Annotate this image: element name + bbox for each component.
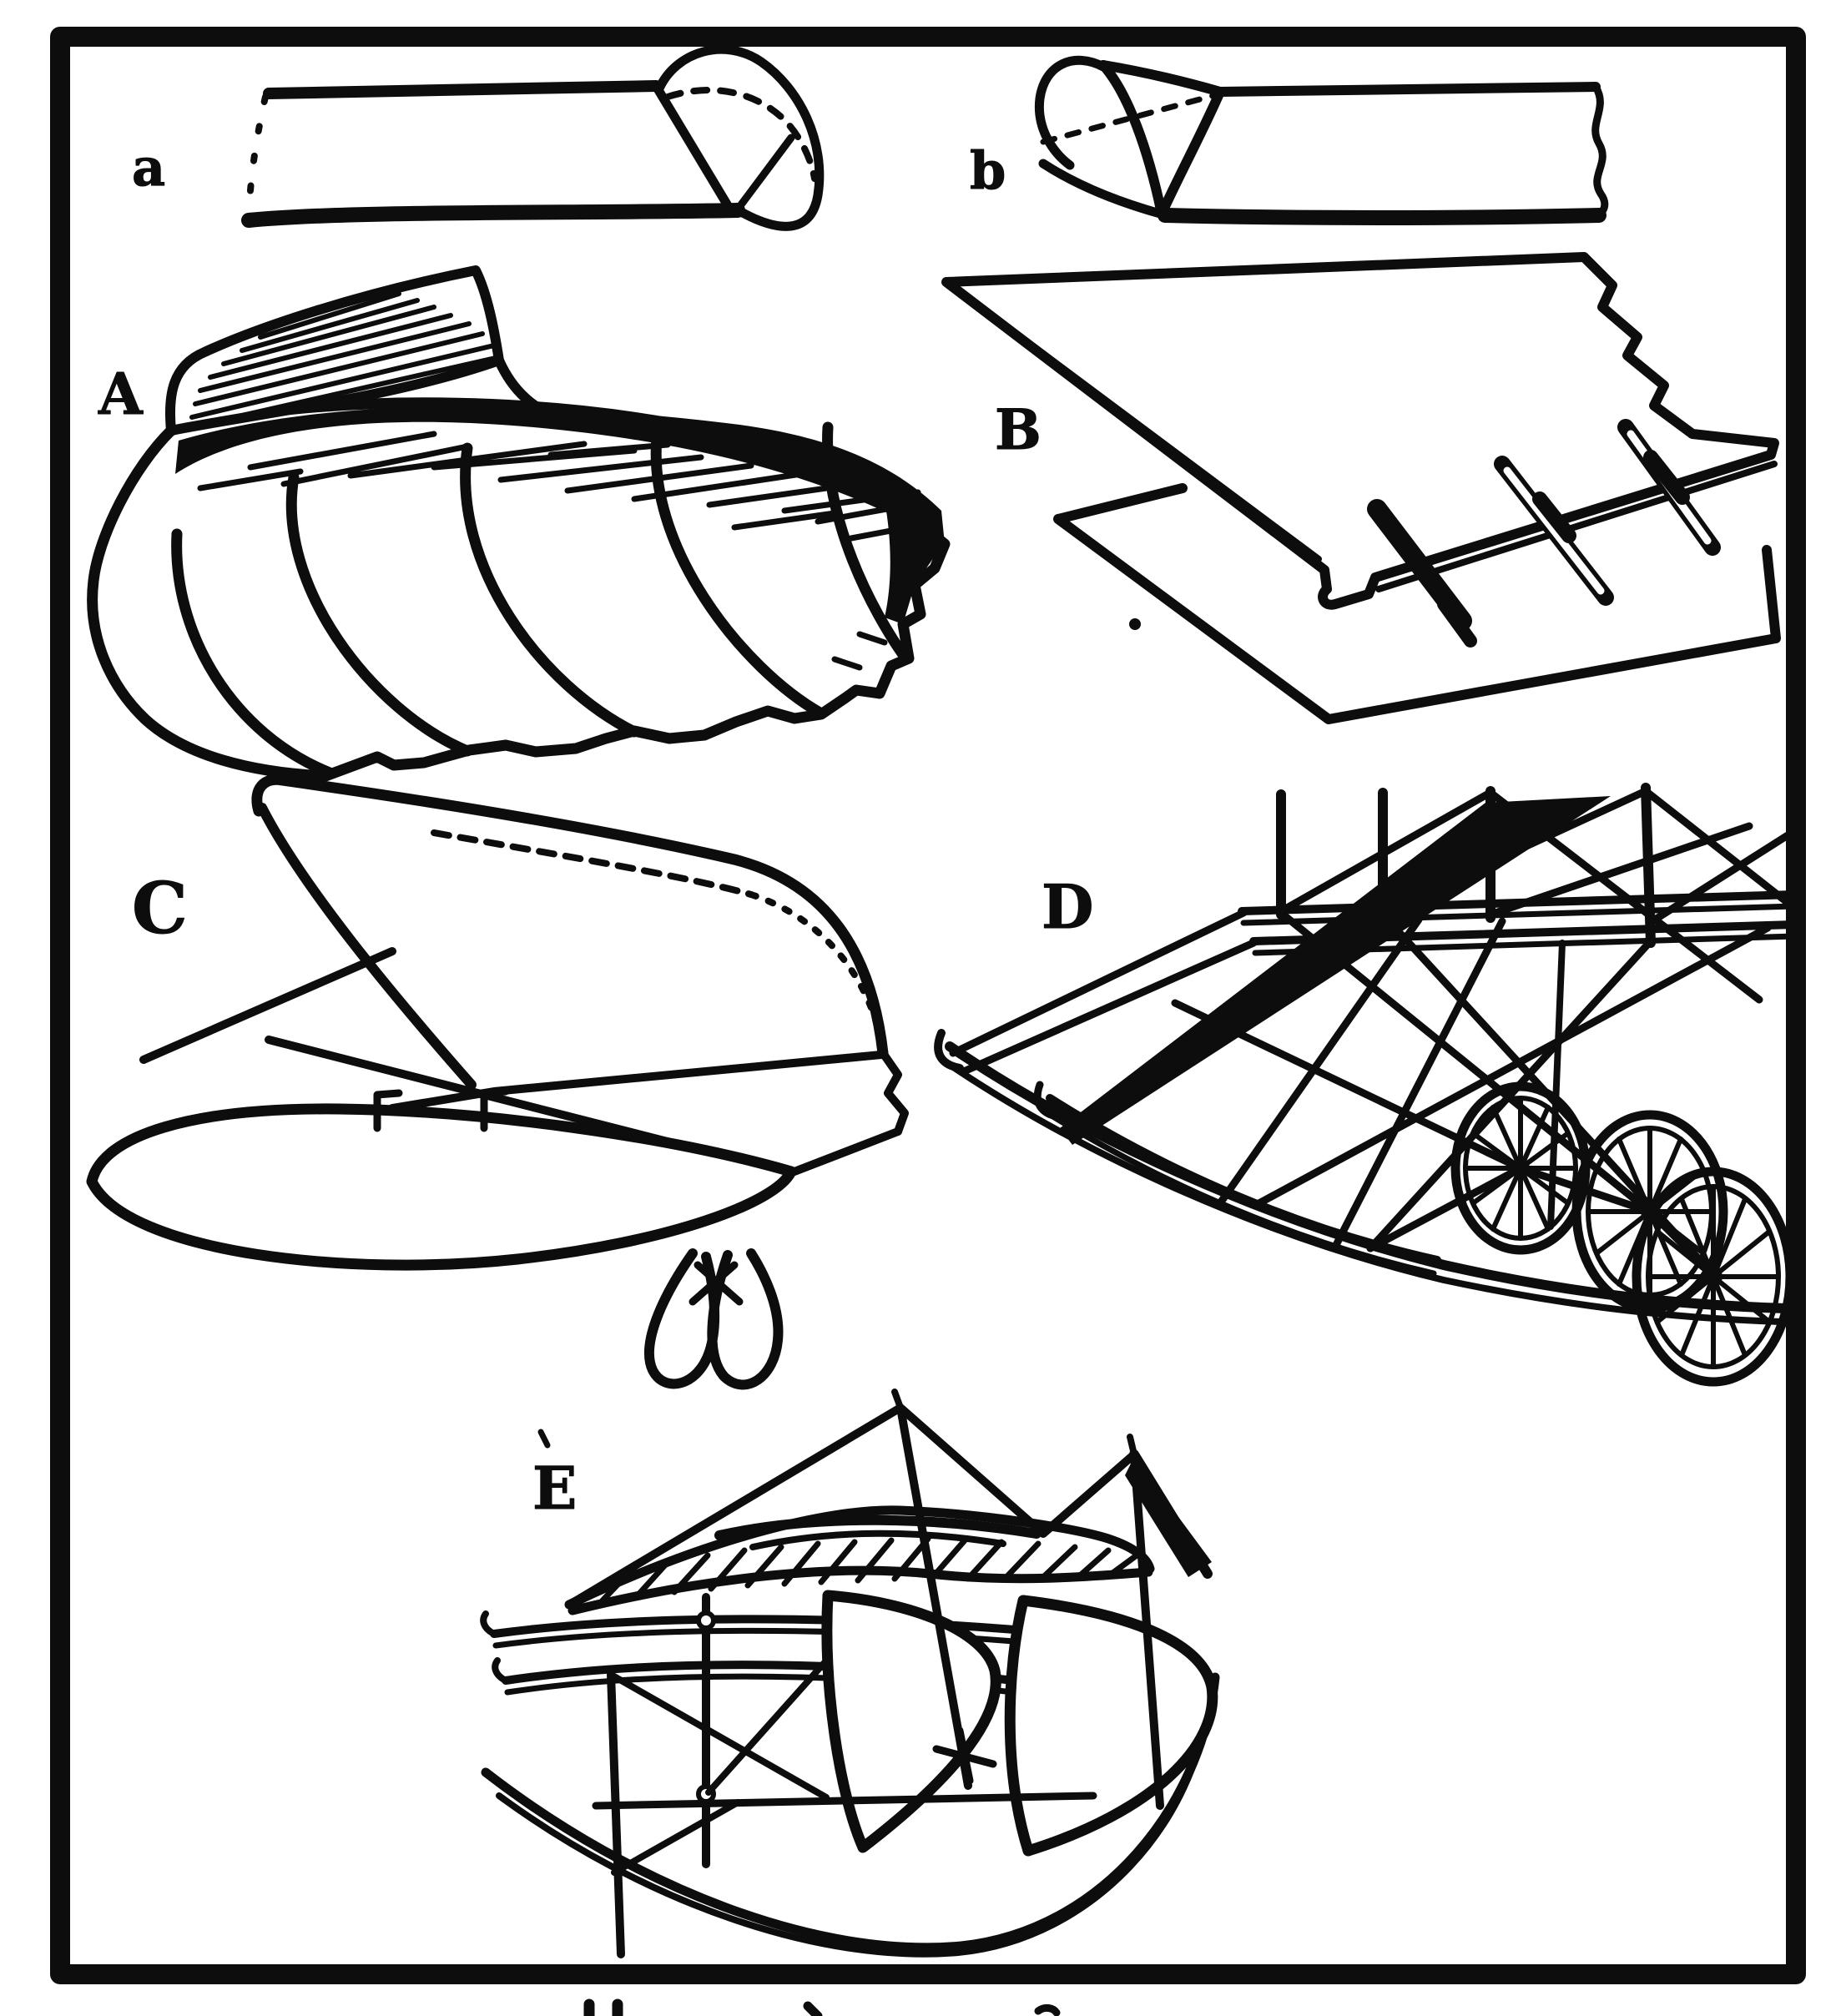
ink-speck <box>1129 618 1141 630</box>
upper-panel-outline <box>941 252 1779 610</box>
lower-panel-outline <box>1053 483 1781 724</box>
truss-diagonals <box>949 787 1798 1281</box>
hood-hatch <box>188 291 502 430</box>
figure-B-label: B <box>995 397 1042 462</box>
batten-3 <box>1617 419 1721 556</box>
figure-E-float-glider: E <box>480 1389 1220 1958</box>
spoked-wheel-left <box>1450 1081 1591 1255</box>
lattice-truss <box>592 1593 1097 1958</box>
figure-D-wheeled-machine: D <box>934 783 1798 1387</box>
heavy-strut-pair <box>1060 796 1611 1145</box>
cutoff-caption-fragment <box>583 1998 1061 2016</box>
hanging-loops <box>644 1248 784 1390</box>
mast-pennant-shadow <box>1125 1457 1212 1577</box>
float-hull-front <box>821 1590 1001 1853</box>
float-hull-rear <box>1004 1595 1218 1857</box>
gunwale-cleats <box>373 1087 510 1132</box>
spoked-wheel-right <box>1632 1167 1795 1387</box>
bird-wing-ribs <box>171 421 912 779</box>
plate-frame-border <box>50 27 1806 1984</box>
figure-a-label: a <box>132 137 165 198</box>
figure-C-hull-glider: C <box>86 774 909 1390</box>
boat-hull-ellipse <box>86 1103 797 1271</box>
wing-shading-streaks <box>197 431 930 671</box>
batten-2 <box>1494 456 1614 606</box>
kite-masts <box>567 1389 1213 1810</box>
curved-top-wing <box>564 1505 1155 1615</box>
bird-wing-outline <box>87 397 951 782</box>
figure-A-label: A <box>98 361 144 428</box>
figure-b-wing-strip-pointed-tip: b <box>970 55 1609 225</box>
figure-C-label: C <box>132 867 188 950</box>
glider-wing-leading-edge <box>251 774 889 1059</box>
figure-B-panel-wing: B <box>941 252 1781 724</box>
wing-crest-shadow <box>175 406 945 544</box>
figure-E-label: E <box>532 1454 577 1523</box>
figure-A-bird-wing: A <box>87 265 951 782</box>
batten-1 <box>1367 499 1477 648</box>
figure-a-wing-strip-rounded-tip: a <box>132 44 825 231</box>
figure-D-label: D <box>1042 871 1093 942</box>
figure-b-label: b <box>970 140 1006 201</box>
